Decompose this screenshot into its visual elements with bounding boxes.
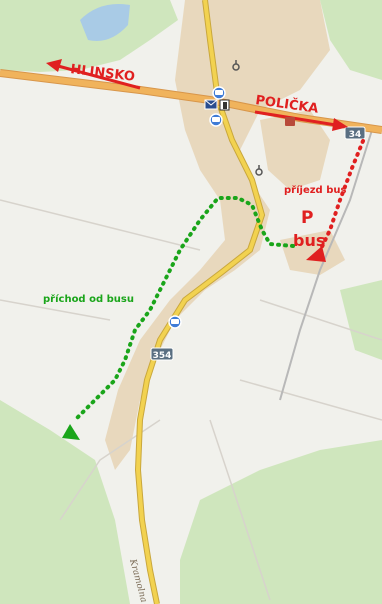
arrow-to-hlinsko (46, 59, 141, 90)
forest-southeast (180, 440, 382, 604)
bus-stop-icon[interactable] (168, 315, 182, 329)
railway (279, 129, 373, 401)
church-icon[interactable] (255, 165, 263, 176)
post-office-icon[interactable] (204, 99, 218, 110)
forest-northeast (320, 0, 382, 80)
church-icon[interactable] (232, 60, 240, 71)
arrow-left-icon (46, 59, 62, 72)
bus-arrival-arrowhead-icon (306, 246, 326, 262)
bus-arrival-route (316, 139, 365, 257)
walking-route-label: příchod od busu (43, 293, 134, 305)
road-354 (135, 0, 265, 604)
minor-roads (0, 199, 382, 601)
road-34-label: 34 (349, 130, 362, 140)
parking-icon[interactable] (285, 117, 295, 126)
bus-stop-icon[interactable] (209, 113, 223, 127)
town-east-block (260, 110, 330, 190)
parking-bus-label: bus (293, 231, 325, 250)
bus-stop-icon[interactable] (212, 86, 226, 100)
walking-route (73, 196, 295, 422)
info-icon[interactable] (219, 99, 230, 111)
arrow-to-policka (254, 110, 348, 131)
arrow-right-icon (332, 118, 348, 131)
road-354-badge: 354 (150, 347, 174, 361)
forest-southwest (0, 400, 130, 604)
forest-east (340, 280, 382, 360)
road-354-label: 354 (153, 351, 172, 361)
pond (80, 4, 130, 41)
bus-arrival-label: příjezd bus (284, 184, 346, 196)
bus-parking-area (280, 230, 345, 275)
walking-route-end-icon (62, 424, 80, 440)
road-34-badge: 34 (344, 126, 366, 140)
parking-p-label: P (301, 208, 313, 228)
